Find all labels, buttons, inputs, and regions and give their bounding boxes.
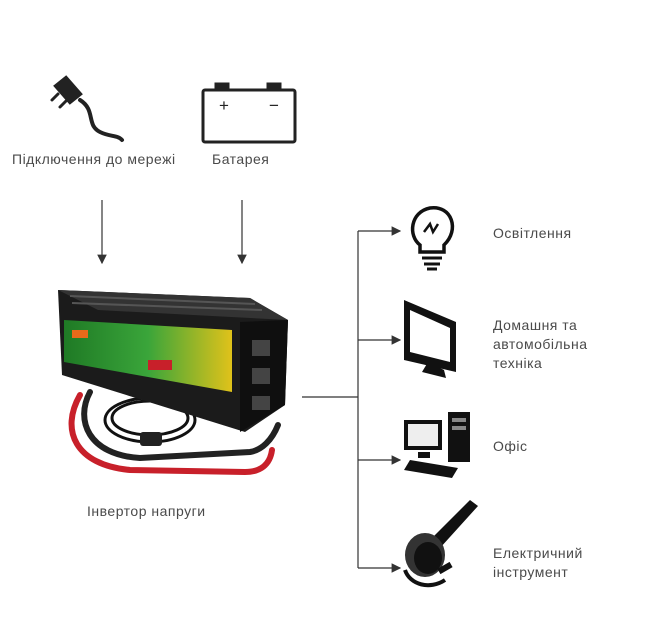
office-label: Офіс: [493, 437, 528, 456]
grid-connection-label: Підключення до мережі: [12, 150, 176, 169]
monitor-icon: [404, 300, 456, 378]
angle-grinder-icon: [405, 500, 478, 585]
output-connector: [302, 231, 358, 568]
battery-label: Батарея: [212, 150, 269, 169]
battery-minus: −: [269, 96, 279, 115]
home-appliances-label: Домашня та автомобільна техніка: [493, 316, 633, 373]
battery-icon: [203, 84, 295, 142]
lightbulb-icon: [413, 208, 453, 269]
battery-plus: +: [219, 96, 229, 115]
inverter-label: Інвертор напруги: [87, 502, 206, 521]
plug-icon: [52, 78, 122, 140]
inverter-image: [58, 290, 288, 472]
computer-icon: [404, 412, 470, 478]
lighting-label: Освітлення: [493, 224, 572, 243]
power-tool-label: Електричний інструмент: [493, 544, 633, 582]
